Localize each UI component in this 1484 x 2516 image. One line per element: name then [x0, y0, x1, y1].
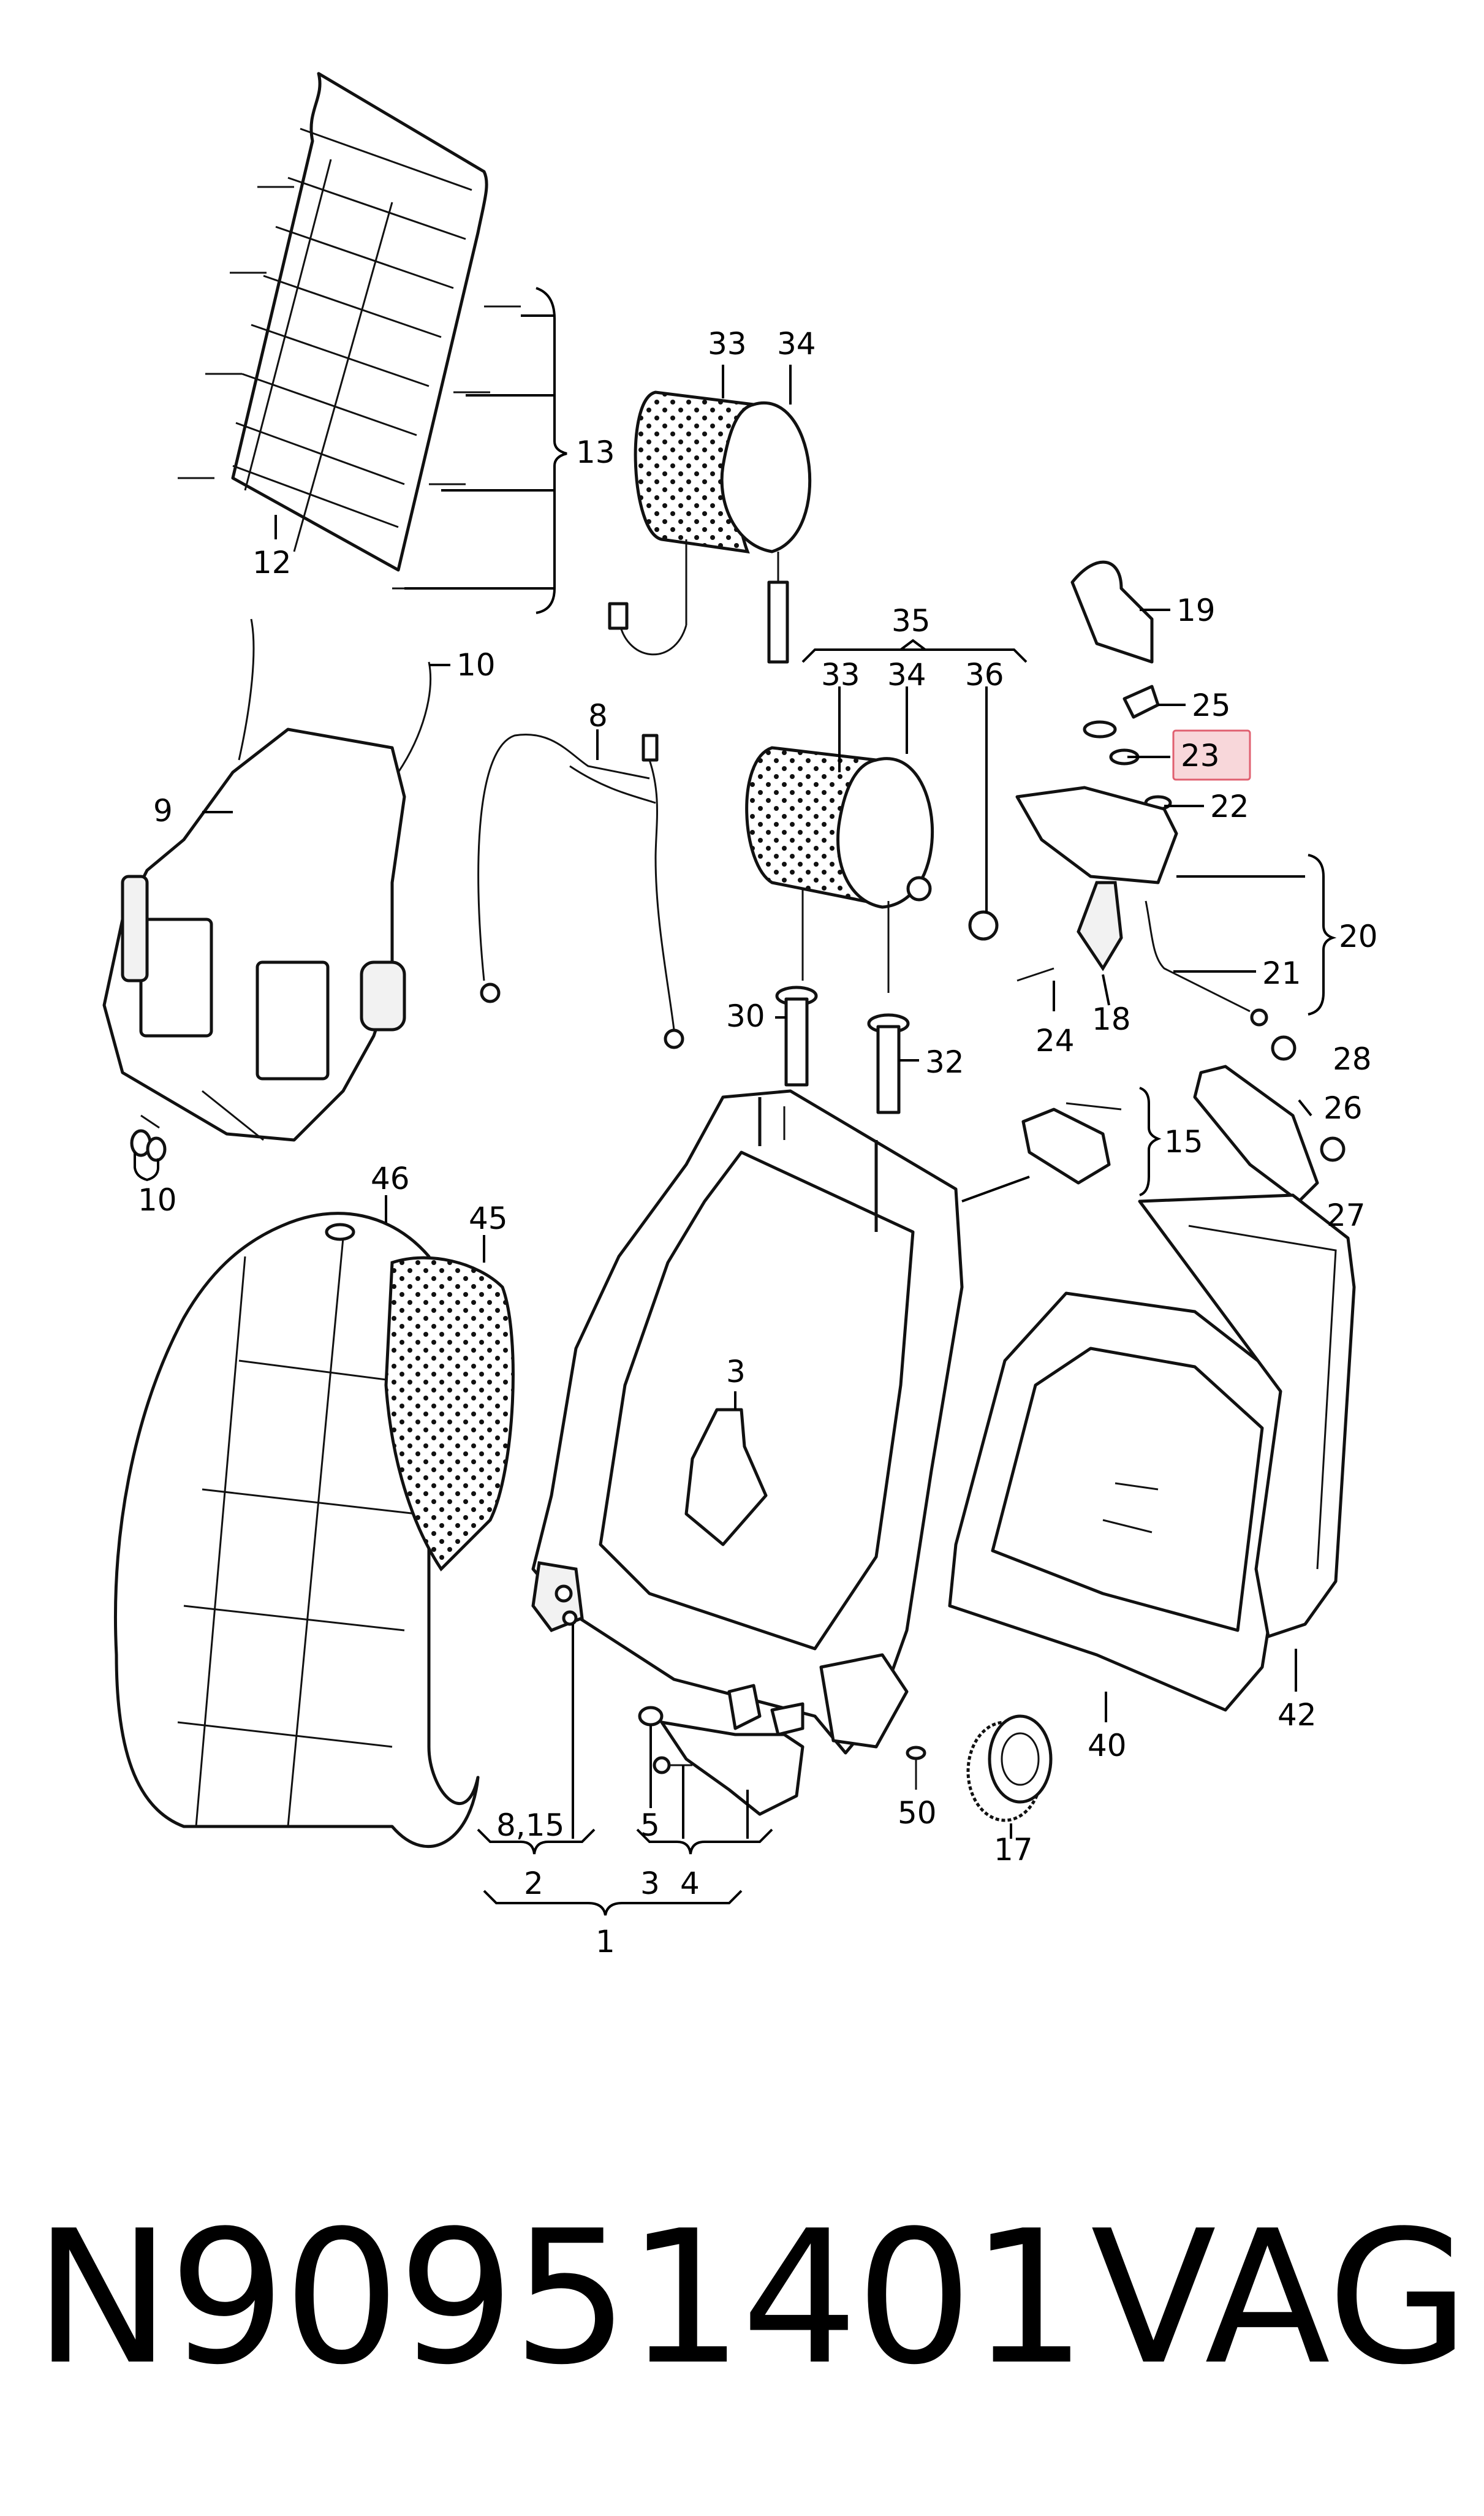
- callout-9: 9: [153, 793, 173, 829]
- callout-27: 27: [1327, 1198, 1366, 1233]
- callout-20: 20: [1339, 919, 1378, 954]
- callout-18: 18: [1092, 1001, 1131, 1037]
- cable-harness: [477, 734, 684, 1049]
- callout-25: 25: [1192, 688, 1231, 723]
- callout-10-left: 10: [138, 1182, 177, 1218]
- callout-5: 5: [640, 1807, 660, 1843]
- callout-15-right: 15: [1164, 1124, 1203, 1160]
- callout-45: 45: [469, 1201, 508, 1236]
- backrest-adjuster-frame: [102, 618, 431, 1162]
- callout-30: 30: [726, 998, 765, 1034]
- callout-34-top: 34: [777, 326, 816, 362]
- callout-36: 36: [965, 657, 1004, 693]
- callout-8: 8: [588, 698, 608, 734]
- callout-33-top: 33: [708, 326, 747, 362]
- adjuster-knob: [966, 1714, 1053, 1822]
- callout-13: 13: [576, 435, 615, 470]
- highlight-box-23: [1172, 729, 1251, 781]
- callout-labels: 33 34 13 12 19 25 23 22 35 33 34 36 10 8…: [138, 326, 1378, 1959]
- brand-name: VAG: [1091, 2191, 1470, 2405]
- group-label-3: 3: [640, 1866, 660, 1901]
- backrest-frame: [531, 1089, 964, 1755]
- spring-mat-part: [178, 72, 521, 590]
- callout-46: 46: [371, 1161, 410, 1196]
- backrest-cover: [114, 1212, 515, 1848]
- callout-3-frame: 3: [726, 1354, 746, 1389]
- callout-40: 40: [1088, 1728, 1127, 1763]
- callout-50: 50: [898, 1795, 937, 1831]
- group-label-8-15: 8,15: [496, 1807, 564, 1843]
- callout-33-mid: 33: [821, 657, 860, 693]
- part-number: N90951401: [34, 2191, 1087, 2405]
- callout-21: 21: [1262, 956, 1301, 991]
- callout-42: 42: [1278, 1697, 1317, 1733]
- group-label-2: 2: [524, 1866, 543, 1901]
- footer-caption: N90951401 VAG: [0, 2182, 1484, 2427]
- callout-23: 23: [1181, 738, 1220, 773]
- callout-19: 19: [1176, 593, 1216, 628]
- callout-10-top: 10: [456, 647, 496, 683]
- module-and-brackets: [1021, 1035, 1346, 1203]
- headrest-lower-part: [745, 746, 999, 993]
- group-label-1: 1: [596, 1924, 615, 1959]
- callout-28: 28: [1333, 1041, 1372, 1077]
- exploded-seat-backrest-diagram: 33 34 13 12 19 25 23 22 35 33 34 36 10 8…: [102, 72, 1378, 1959]
- screw-50-part: [906, 1746, 926, 1790]
- callout-24: 24: [1035, 1023, 1075, 1058]
- callout-17: 17: [994, 1832, 1033, 1868]
- callout-26: 26: [1323, 1090, 1363, 1126]
- headrest-guides: [775, 986, 910, 1114]
- headrest-upper-part: [608, 390, 812, 664]
- rear-panel-frame: [948, 1193, 1356, 1712]
- callout-34-mid: 34: [887, 657, 926, 693]
- callout-32: 32: [925, 1044, 964, 1080]
- callout-12: 12: [252, 545, 292, 580]
- group-label-4: 4: [680, 1866, 700, 1901]
- lower-adjuster-part: [638, 1684, 804, 1816]
- callout-35: 35: [892, 603, 931, 639]
- callout-22: 22: [1210, 789, 1249, 824]
- release-handle-assembly: [1015, 560, 1268, 1027]
